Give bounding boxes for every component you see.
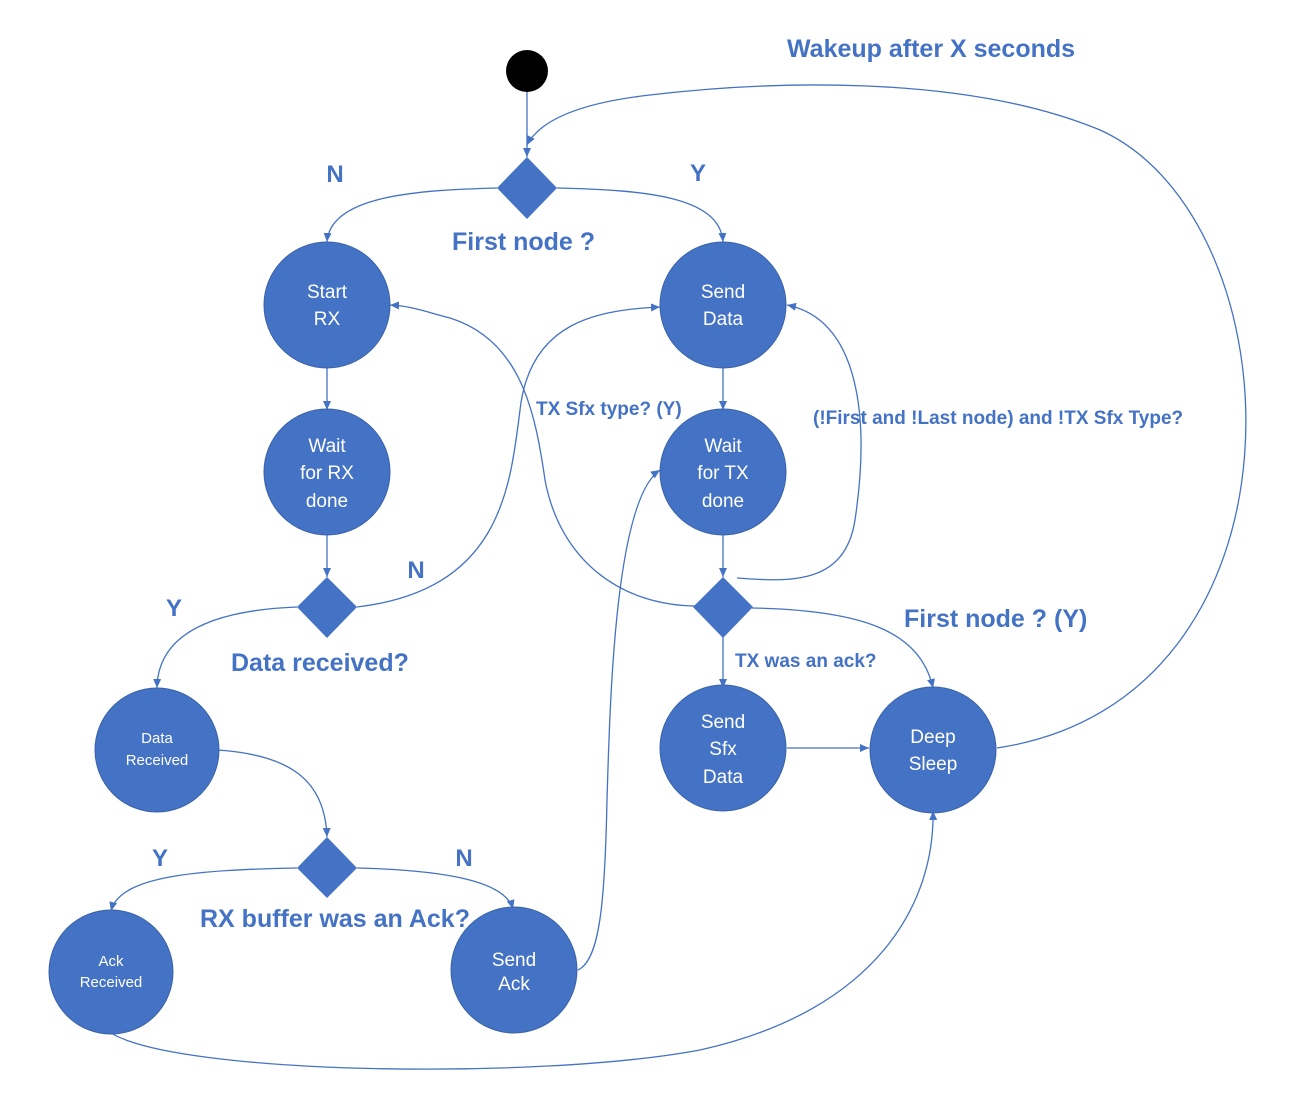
edge-tx-ack-to-start-rx (389, 301, 696, 607)
edge-rx-buffer-n-to-send-ack (356, 867, 515, 910)
edge-first-node-n-to-start-rx (323, 187, 498, 243)
node-send-ack-line1: Send (492, 950, 536, 971)
node-wait-tx-line2: for TX (697, 463, 749, 484)
edge-data-received-to-rx-buffer-decision (217, 749, 331, 838)
edge-send-ack-to-wait-tx (577, 469, 661, 971)
node-data-received-line1: Data (141, 730, 173, 747)
edge-data-received-n-to-send-data (356, 303, 661, 608)
node-wait-rx-line3: done (306, 491, 348, 512)
edge-first-node-y-to-send-data (556, 187, 727, 243)
node-wait-rx: Wait for RX done (263, 408, 391, 536)
edge-ack-received-to-deep-sleep (110, 810, 938, 1070)
node-send-data: Send Data (659, 241, 787, 369)
node-send-sfx-data-line3: Data (703, 767, 744, 788)
node-send-sfx-data: Send Sfx Data (659, 684, 787, 812)
label-first-node-n: N (326, 161, 343, 188)
label-data-received: Data received? (231, 649, 409, 677)
edge-tx-ack-loop-to-send-data (736, 302, 862, 581)
node-wait-rx-line1: Wait (308, 436, 346, 457)
node-ack-received-line1: Ack (98, 953, 124, 970)
node-send-sfx-data-line1: Send (701, 712, 745, 733)
node-deep-sleep-line1: Deep (910, 727, 955, 748)
label-first-node-y: Y (690, 160, 706, 187)
label-data-received-y: Y (166, 595, 182, 622)
node-wait-rx-line2: for RX (300, 463, 354, 484)
node-start-rx: Start RX (263, 241, 391, 369)
decision-tx-was-ack (693, 577, 753, 638)
node-ack-received-line2: Received (80, 974, 143, 991)
label-data-received-n: N (407, 557, 424, 584)
node-data-received-line2: Received (126, 752, 189, 769)
decision-data-received (297, 577, 357, 638)
edge-data-received-y-to-data-received-node (153, 606, 298, 689)
node-data-received: Data Received (94, 687, 220, 813)
node-send-data-line2: Data (703, 309, 744, 330)
decision-first-node (497, 157, 557, 219)
label-tx-sfx-type-y: TX Sfx type? (Y) (536, 399, 682, 420)
label-rx-buffer-ack: RX buffer was an Ack? (200, 905, 470, 933)
decision-rx-buffer-ack (297, 837, 357, 898)
node-send-data-line1: Send (701, 282, 745, 303)
node-start-rx-line2: RX (314, 309, 341, 330)
node-send-ack: Send Ack (450, 906, 578, 1034)
start-dot (506, 50, 548, 92)
node-deep-sleep-line2: Sleep (909, 754, 958, 775)
node-start-rx-line1: Start (307, 282, 348, 303)
node-ack-received: Ack Received (48, 909, 174, 1035)
edge-tx-ack-to-deep-sleep (751, 607, 935, 689)
label-tx-was-ack: TX was an ack? (735, 651, 877, 672)
node-wait-tx-line1: Wait (704, 436, 742, 457)
label-rx-buffer-y: Y (152, 845, 168, 872)
node-send-sfx-data-line2: Sfx (709, 739, 737, 760)
label-not-first-last: (!First and !Last node) and !TX Sfx Type… (813, 408, 1183, 429)
edge-wakeup-to-first-node (526, 84, 1247, 749)
node-wait-tx-line3: done (702, 491, 744, 512)
label-wakeup: Wakeup after X seconds (787, 35, 1075, 63)
node-deep-sleep: Deep Sleep (869, 686, 997, 814)
label-rx-buffer-n: N (455, 845, 472, 872)
label-first-node-y2: First node ? (Y) (904, 605, 1087, 633)
edges (109, 84, 1247, 1070)
node-wait-tx: Wait for TX done (659, 408, 787, 536)
label-first-node: First node ? (452, 228, 595, 256)
edge-rx-buffer-y-to-ack-received (109, 867, 298, 912)
node-send-ack-line2: Ack (498, 974, 530, 995)
